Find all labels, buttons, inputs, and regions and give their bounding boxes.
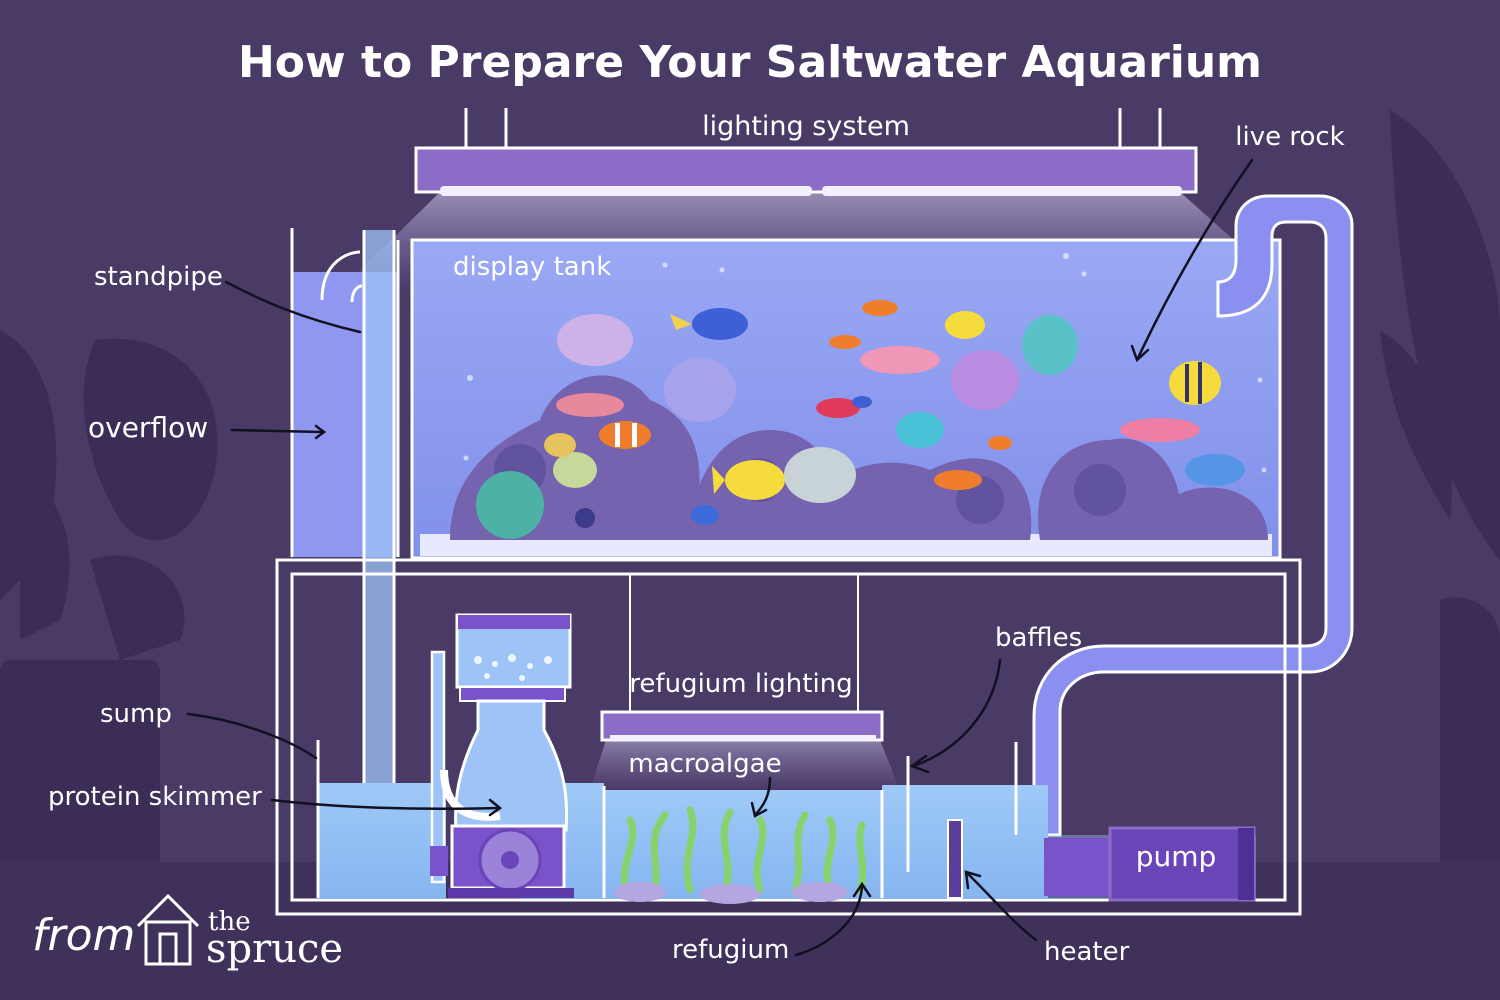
spruce-logo: from the spruce	[32, 893, 343, 972]
label-live-rock: live rock	[1235, 122, 1344, 152]
leader-arrows	[186, 158, 1254, 957]
baffles	[316, 740, 1018, 898]
label-protein-skimmer: protein skimmer	[48, 782, 262, 812]
display-tank	[410, 238, 1282, 560]
label-display-tank: display tank	[453, 252, 611, 282]
label-overflow: overflow	[88, 411, 208, 444]
coral	[476, 314, 1245, 539]
refugium-lighting	[590, 575, 900, 790]
brand-the: the	[208, 907, 251, 937]
label-refugium-lighting: refugium lighting	[629, 669, 852, 699]
brand-from: from	[32, 910, 135, 961]
sump-water	[318, 783, 446, 899]
plant-silhouette-left	[0, 330, 218, 870]
brand-spruce: spruce	[206, 926, 343, 972]
label-macroalgae: macroalgae	[628, 749, 781, 779]
plant-silhouette-right	[1380, 110, 1500, 870]
label-standpipe: standpipe	[94, 262, 223, 292]
return-pipe	[1032, 194, 1354, 837]
protein-skimmer	[430, 613, 574, 898]
page-title: How to Prepare Your Saltwater Aquarium	[238, 37, 1262, 88]
fish	[599, 300, 1221, 500]
label-refugium: refugium	[672, 935, 789, 965]
label-baffles: baffles	[995, 623, 1082, 653]
macroalgae	[620, 806, 867, 894]
pump	[1044, 826, 1256, 902]
label-heater: heater	[1044, 937, 1130, 967]
house-icon	[136, 893, 200, 966]
heater	[947, 819, 963, 899]
label-sump: sump	[100, 699, 172, 729]
label-lighting-system: lighting system	[702, 111, 910, 142]
label-pump: pump	[1136, 840, 1217, 873]
